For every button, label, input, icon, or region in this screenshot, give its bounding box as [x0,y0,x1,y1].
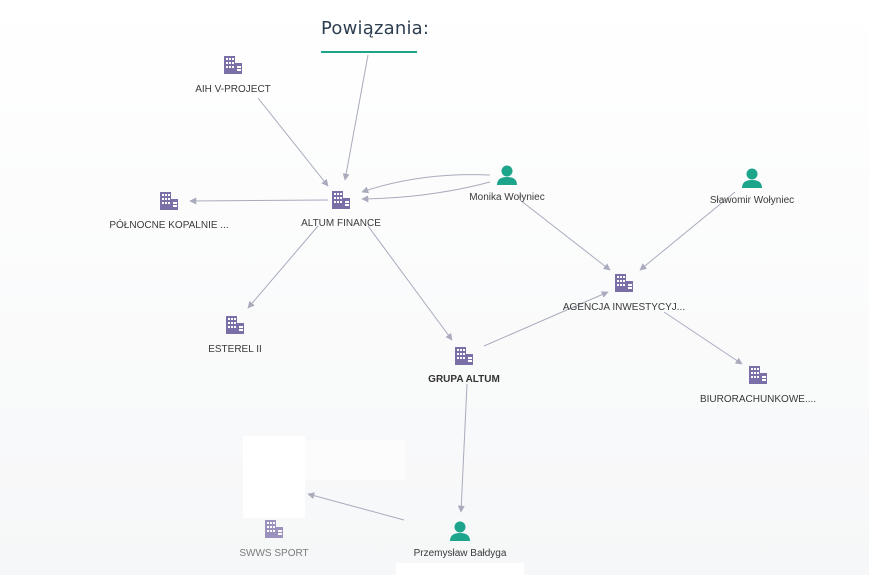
building-icon [160,192,178,210]
building-icon [615,274,633,292]
node-monika[interactable]: Monika Wołyniec [469,165,545,204]
edge-monika-to-altum_finance [361,174,491,194]
edge-przemyslaw-to-swws [307,492,405,521]
node-label-slawomir: Sławomir Wołyniec [710,195,794,206]
edge-altum_finance-to-esterel [247,225,319,309]
edge-altum_finance-to-grupa_altum [367,225,453,341]
edge-grupa_altum-to-agencja [483,291,609,347]
node-swws[interactable]: SWWS SPORT [239,520,309,559]
node-label-swws: SWWS SPORT [239,548,308,559]
person-icon [742,168,762,188]
building-icon [332,191,350,209]
building-icon [749,366,767,384]
edge-aih-to-altum_finance [257,97,329,187]
node-label-aih: AIH V-PROJECT [195,84,271,95]
node-label-biurorachunkowe: BIURORACHUNKOWE.... [700,394,816,405]
node-aih[interactable]: AIH V-PROJECT [195,56,271,95]
nodes: AIH V-PROJECT ALTUM FINANCE PÓŁNOCNE KOPAL… [109,56,816,559]
node-esterel[interactable]: ESTEREL II [208,316,262,355]
node-biurorachunkowe[interactable]: BIURORACHUNKOWE.... [700,366,816,405]
overlay-patch [305,440,405,480]
building-icon [226,316,244,334]
edge-altum_finance-to-polnocne [189,197,329,205]
node-altum_finance[interactable]: ALTUM FINANCE [301,191,381,229]
node-label-altum_finance: ALTUM FINANCE [301,218,381,229]
title-underline [321,51,417,53]
node-label-agencja: AGENCJA INWESTYCYJ... [563,302,685,313]
edge-slawomir-to-agencja [639,191,736,271]
edge-grupa_altum-to-przemyslaw [457,383,468,513]
page-title: Powiązania: [321,18,430,39]
node-grupa_altum[interactable]: GRUPA ALTUM [428,347,500,385]
person-icon [497,165,517,185]
edge-agencja-to-biurorachunkowe [663,311,743,365]
node-agencja[interactable]: AGENCJA INWESTYCYJ... [563,274,685,313]
node-label-monika: Monika Wołyniec [469,192,544,203]
person-icon [450,521,470,541]
edge-title-to-altum_finance [342,54,369,181]
node-polnocne[interactable]: PÓŁNOCNE KOPALNIE ... [109,192,229,231]
node-label-esterel: ESTEREL II [208,344,262,355]
node-label-przemyslaw: Przemysław Bałdyga [414,548,507,559]
node-label-polnocne: PÓŁNOCNE KOPALNIE ... [109,218,228,231]
overlay-patch [243,436,305,518]
overlay-patch [396,563,524,575]
edges [189,54,743,521]
building-icon [455,347,473,365]
node-label-grupa_altum: GRUPA ALTUM [428,374,500,385]
edge-monika-to-altum_finance [361,181,491,203]
node-slawomir[interactable]: Sławomir Wołyniec [710,168,794,207]
building-icon [265,520,283,538]
building-icon [224,56,242,74]
node-przemyslaw[interactable]: Przemysław Bałdyga [414,521,507,560]
edge-monika-to-agencja [519,199,611,271]
